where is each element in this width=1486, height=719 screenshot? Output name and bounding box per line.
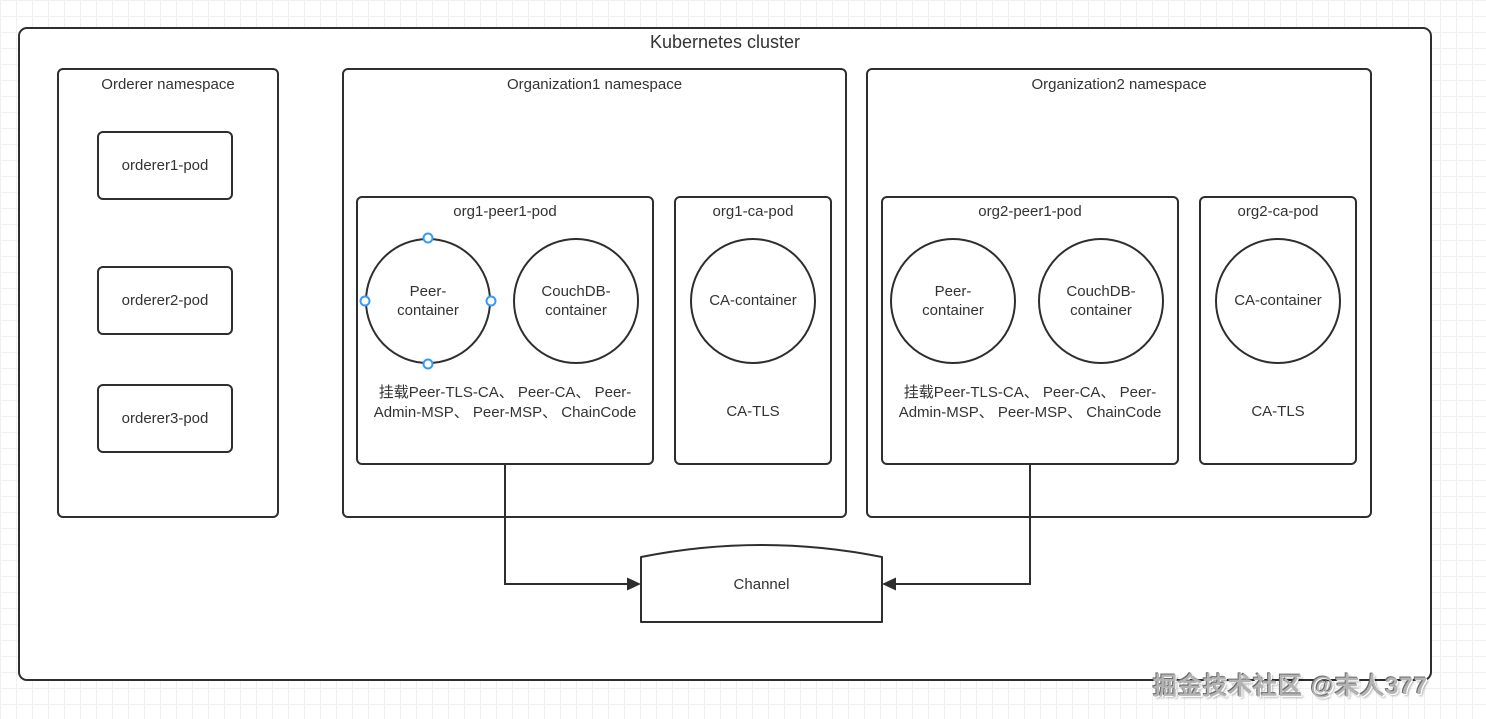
org1-ca-pod-title: org1-ca-pod [712, 203, 794, 220]
org1-peer-container-label: Peer- container [397, 282, 459, 320]
org2-ca-container-label: CA-container [1234, 292, 1322, 310]
pod-orderer1-label: orderer1-pod [121, 157, 209, 174]
org1-ca-container-circle: CA-container [690, 238, 816, 364]
orderer-namespace-title: Orderer namespace [101, 76, 235, 93]
org1-mount-note: 挂载Peer-TLS-CA、 Peer-CA、 Peer- Admin-MSP、… [373, 384, 637, 421]
org2-peer-container-label: Peer- container [922, 282, 984, 320]
org1-peer-container-circle: Peer- container [365, 238, 491, 364]
org2-couchdb-container-label: CouchDB- container [1066, 282, 1136, 320]
org2-ca-container-circle: CA-container [1215, 238, 1341, 364]
org2-ca-pod-title: org2-ca-pod [1237, 203, 1319, 220]
org2-mount-note: 挂载Peer-TLS-CA、 Peer-CA、 Peer- Admin-MSP、… [898, 384, 1162, 421]
org2-peer1-pod-title: org2-peer1-pod [978, 203, 1082, 220]
pod-orderer3: orderer3-pod [97, 384, 233, 453]
org1-couchdb-container-label: CouchDB- container [541, 282, 611, 320]
org2-peer-container-circle: Peer- container [890, 238, 1016, 364]
org1-namespace-title: Organization1 namespace [506, 76, 683, 93]
org2-namespace-title: Organization2 namespace [1031, 76, 1207, 93]
channel-label: Channel [733, 576, 790, 593]
org1-couchdb-container-circle: CouchDB- container [513, 238, 639, 364]
pod-orderer3-label: orderer3-pod [121, 410, 209, 427]
org1-ca-tls-note: CA-TLS [726, 403, 780, 420]
kubernetes-cluster-title: Kubernetes cluster [649, 32, 801, 52]
org1-ca-container-label: CA-container [709, 292, 797, 310]
org1-peer1-pod-title: org1-peer1-pod [453, 203, 557, 220]
org2-couchdb-container-circle: CouchDB- container [1038, 238, 1164, 364]
pod-orderer2-label: orderer2-pod [121, 292, 209, 309]
org2-ca-tls-note: CA-TLS [1251, 403, 1305, 420]
pod-orderer1: orderer1-pod [97, 131, 233, 200]
watermark: 掘金技术社区 @末人377 [1153, 673, 1429, 700]
pod-orderer2: orderer2-pod [97, 266, 233, 335]
